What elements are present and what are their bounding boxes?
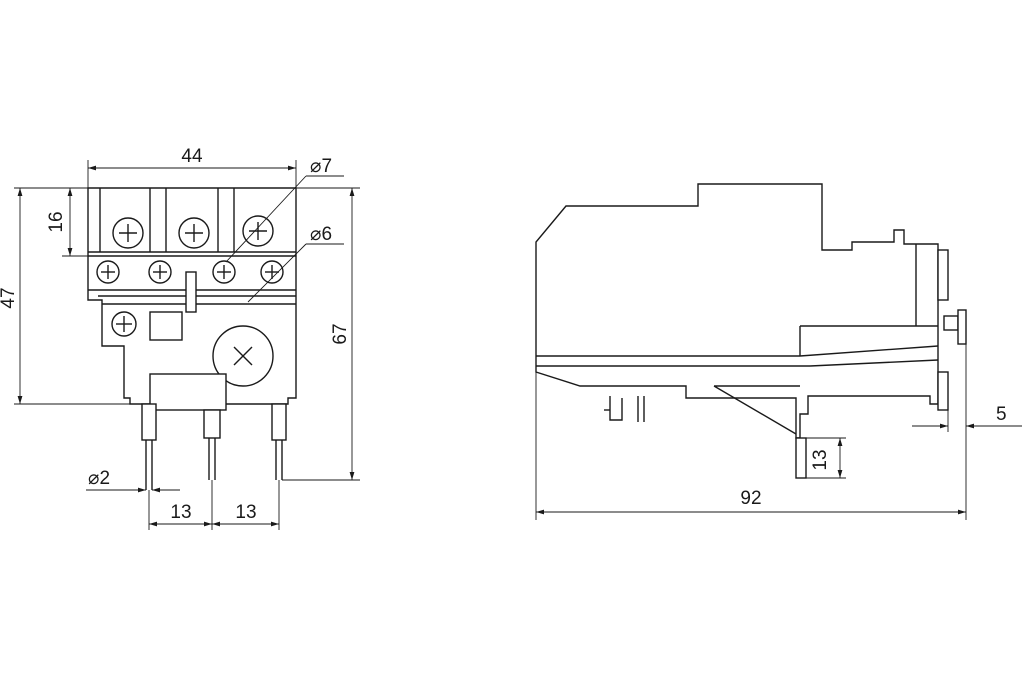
screw-large-2 [178,217,210,249]
pin-3 [271,403,287,480]
dim-height-label: 47 [0,287,19,308]
dim-top-row-label: 16 [46,211,67,232]
leader-screw-large [225,175,307,263]
side-pin [795,437,807,479]
screw-small-2 [148,260,172,284]
screw-small-4 [260,260,284,284]
adjustment-dial [212,325,274,387]
dim-width-label: 44 [181,146,203,167]
dim-pitch-left-label: 13 [170,502,191,523]
pin-1 [141,403,157,490]
dim-pin-label: ⌀2 [88,468,110,489]
test-button [185,271,197,313]
screw-aux [111,311,137,337]
dim-overall-label: 67 [330,323,351,344]
side-terminal-lower [937,371,949,411]
side-terminal-upper [937,249,949,301]
screw-small-1 [96,260,120,284]
reset-button [943,315,959,331]
front-view: 44 47 16 67 ⌀7 ⌀6 ⌀2 13 13 [0,146,360,530]
side-view: 92 5 13 [535,183,1022,520]
dim-offset-label: 5 [996,404,1007,425]
bottom-block [149,373,227,411]
dim-length-label: 92 [740,488,761,509]
screw-small-3 [212,260,236,284]
screw-large-1 [112,217,144,249]
dim-pin-length-label: 13 [810,449,831,470]
reset-cap [957,309,967,345]
pin-2 [203,409,221,480]
aux-contact-window [149,311,183,341]
dim-screw-small-label: ⌀6 [310,224,332,245]
screw-large-3 [242,215,274,247]
dim-pitch-right-label: 13 [235,502,256,523]
leader-screw-small [247,243,307,303]
dim-screw-large-label: ⌀7 [310,156,332,177]
